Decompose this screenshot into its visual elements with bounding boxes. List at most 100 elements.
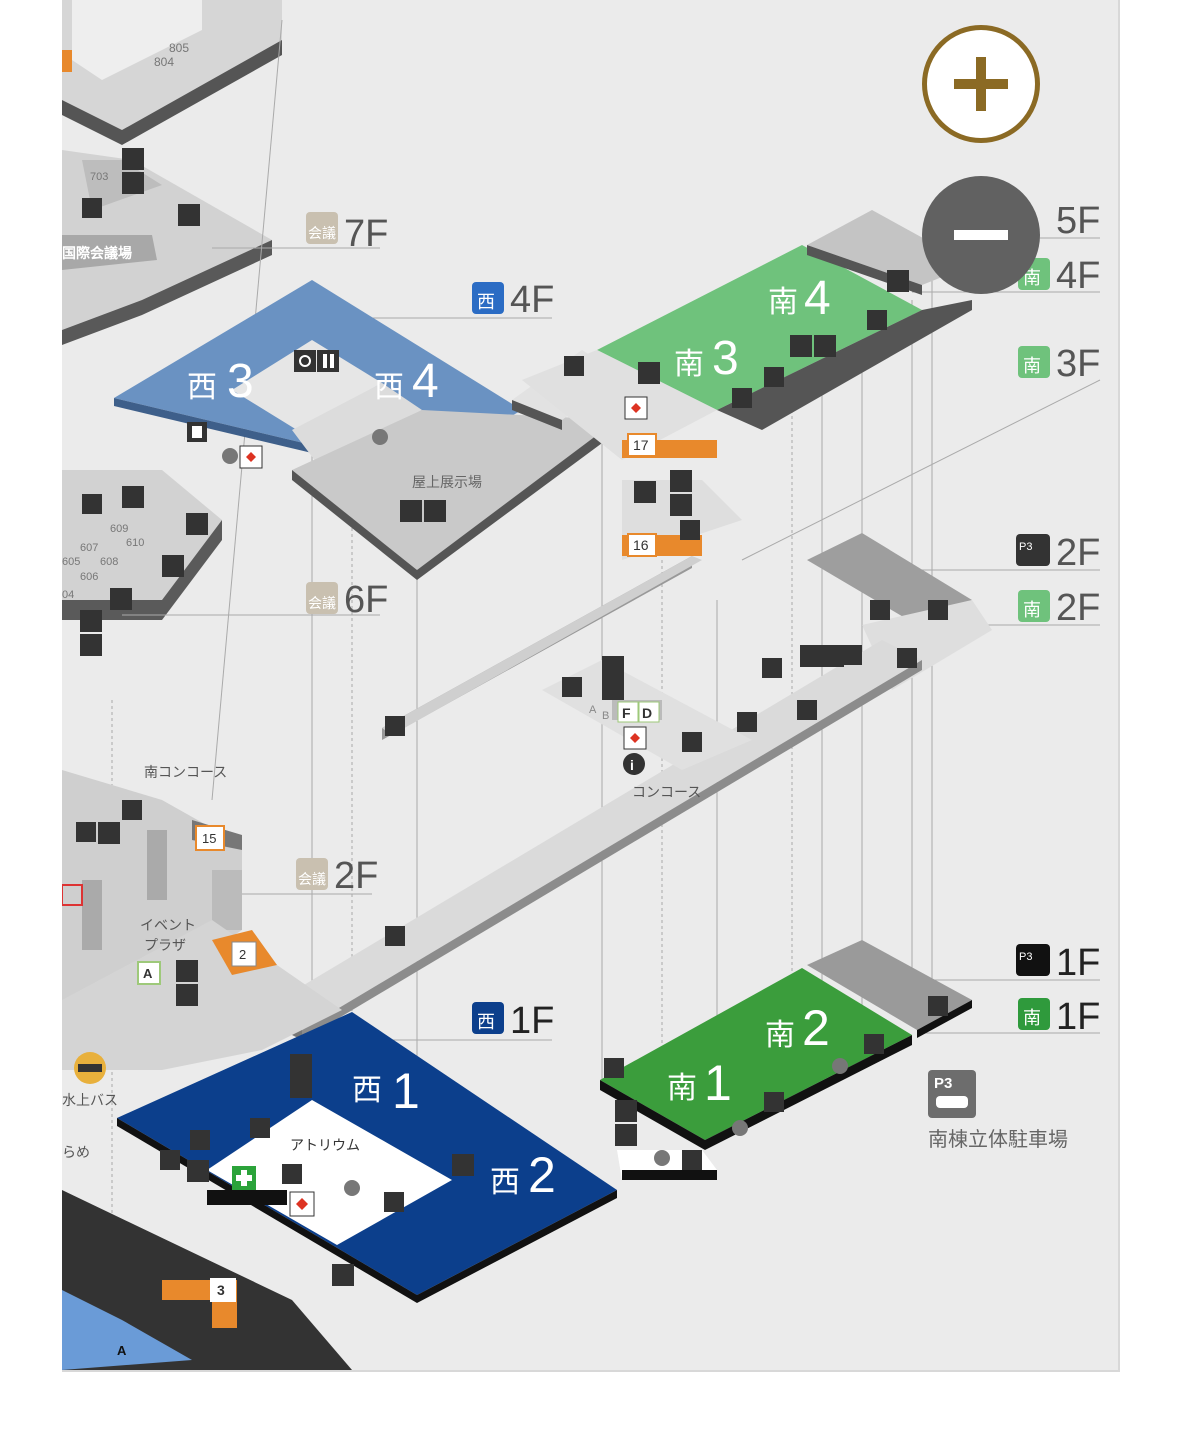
wheelchair-icon bbox=[290, 1054, 312, 1076]
intl-conference-label: 国際会議場 bbox=[62, 245, 132, 261]
south-parking[interactable]: P3 南棟立体駐車場 bbox=[928, 1070, 1068, 1151]
smoking-icon bbox=[162, 555, 184, 577]
gate-2: 2 bbox=[239, 947, 246, 962]
elevator-icon bbox=[562, 677, 582, 697]
toilet-icon bbox=[187, 1160, 209, 1182]
svg-text:A: A bbox=[589, 704, 597, 716]
floor-labels[interactable]: 会議 7F 会議 6F 会議 2F 西 4F 西 1F 5F 南 4F 南 3F… bbox=[296, 200, 1100, 1042]
facility-icons[interactable]: i bbox=[76, 148, 948, 1288]
west-upper-floor[interactable]: 西 3 西 4 屋上展示場 bbox=[114, 280, 622, 580]
svg-text:i: i bbox=[630, 757, 634, 773]
smoking-icon bbox=[634, 481, 656, 503]
toilet-icon bbox=[122, 486, 144, 508]
south-badge-3f bbox=[1018, 346, 1050, 378]
svg-text:P3: P3 bbox=[934, 1075, 952, 1092]
wheelchair-icon bbox=[122, 148, 144, 170]
hall-west1-char: 西 bbox=[352, 1074, 382, 1107]
event-plaza-label1: イベント bbox=[140, 917, 196, 933]
elevator-icon bbox=[564, 356, 584, 376]
svg-text:605: 605 bbox=[62, 556, 80, 568]
wheelchair-icon bbox=[887, 270, 909, 292]
gate-3: 3 bbox=[217, 1282, 225, 1298]
wheelchair-icon bbox=[186, 513, 208, 535]
elevator-icon bbox=[76, 822, 96, 842]
elevator-icon bbox=[190, 1130, 210, 1150]
wheelchair-icon bbox=[615, 1100, 637, 1122]
gate-a-lower: A bbox=[117, 1343, 127, 1358]
smoking-icon bbox=[400, 500, 422, 522]
west-badge-4f bbox=[472, 282, 504, 314]
svg-text:会議: 会議 bbox=[298, 871, 326, 887]
concourse-bridge: A B F D コンコース bbox=[262, 640, 922, 1040]
south-1f-floor[interactable]: 南 1 南 2 bbox=[600, 940, 972, 1180]
elevator-icon bbox=[764, 1092, 784, 1112]
toilet-icon bbox=[122, 172, 144, 194]
elevator-icon bbox=[764, 367, 784, 387]
zoom-in-button[interactable]: + bbox=[922, 25, 1040, 143]
svg-text:606: 606 bbox=[80, 571, 98, 583]
elevator-icon bbox=[682, 732, 702, 752]
svg-text:南: 南 bbox=[1023, 1008, 1041, 1028]
wheelchair-icon bbox=[294, 350, 316, 372]
elevator-icon bbox=[797, 700, 817, 720]
aed-icon bbox=[623, 726, 647, 750]
svg-text:西: 西 bbox=[477, 1012, 495, 1032]
room-805: 805 bbox=[169, 41, 189, 55]
hall-west4-char: 西 bbox=[374, 371, 404, 404]
label-south-1f: 1F bbox=[1056, 996, 1100, 1038]
rooftop-label: 屋上展示場 bbox=[412, 474, 482, 490]
event-plaza-label2: プラザ bbox=[144, 937, 186, 953]
label-p3-2f: 2F bbox=[1056, 532, 1100, 574]
south-badge-2f bbox=[1018, 590, 1050, 622]
svg-text:西: 西 bbox=[477, 292, 495, 312]
elevator-icon bbox=[682, 1150, 702, 1170]
elevator-icon bbox=[680, 520, 700, 540]
label-west-4f: 4F bbox=[510, 279, 554, 321]
zoom-out-button[interactable]: − bbox=[922, 176, 1040, 294]
smoking-icon bbox=[332, 1264, 354, 1286]
elevator-icon bbox=[604, 1058, 624, 1078]
room-703: 703 bbox=[90, 171, 108, 183]
south-upper-floor[interactable]: 南 3 南 4 17 16 bbox=[522, 210, 972, 560]
elevator-icon bbox=[82, 494, 102, 514]
svg-text:B: B bbox=[602, 710, 609, 722]
toilet-icon bbox=[424, 500, 446, 522]
escalator-icon bbox=[732, 1120, 748, 1136]
hall-south1-char: 南 bbox=[667, 1072, 697, 1105]
hall-south2-char: 南 bbox=[765, 1019, 795, 1052]
elevator-icon bbox=[122, 800, 142, 820]
svg-text:04: 04 bbox=[62, 589, 74, 601]
water-bus: 水上バス らめ bbox=[62, 1052, 118, 1160]
stairs-icon bbox=[737, 712, 757, 732]
conference-badge-7f bbox=[306, 212, 338, 244]
wheelchair-icon bbox=[176, 960, 198, 982]
elevator-icon bbox=[250, 1118, 270, 1138]
svg-text:D: D bbox=[642, 705, 652, 721]
hall-west3-char: 西 bbox=[187, 371, 217, 404]
hall-west3-num: 3 bbox=[227, 355, 254, 408]
p3-badge-2f bbox=[1016, 534, 1050, 566]
toilet-icon bbox=[452, 1154, 474, 1176]
plus-icon bbox=[954, 57, 1008, 111]
atrium-label: アトリウム bbox=[290, 1137, 360, 1153]
west-badge-1f bbox=[472, 1002, 504, 1034]
hall-west2-num: 2 bbox=[528, 1147, 556, 1203]
elevator-icon bbox=[385, 926, 405, 946]
label-south-2f: 2F bbox=[1056, 587, 1100, 629]
svg-text:609: 609 bbox=[110, 523, 128, 535]
elevator-icon bbox=[864, 1034, 884, 1054]
hall-south2-num: 2 bbox=[802, 1000, 830, 1056]
p3-badge-1f bbox=[1016, 944, 1050, 976]
conference-badge-2f bbox=[296, 858, 328, 890]
escalator-icon bbox=[654, 1150, 670, 1166]
wheelchair-icon bbox=[790, 335, 812, 357]
label-south-5f: 5F bbox=[1056, 200, 1100, 242]
smoking-icon bbox=[178, 204, 200, 226]
smoking-icon bbox=[110, 588, 132, 610]
hall-west2-char: 西 bbox=[490, 1166, 520, 1199]
south-parking-label: 南棟立体駐車場 bbox=[928, 1128, 1068, 1151]
gate-17: 17 bbox=[633, 437, 649, 453]
escalator-icon bbox=[372, 429, 388, 445]
bridge-6f bbox=[382, 556, 702, 740]
info-icon: i bbox=[623, 753, 645, 775]
